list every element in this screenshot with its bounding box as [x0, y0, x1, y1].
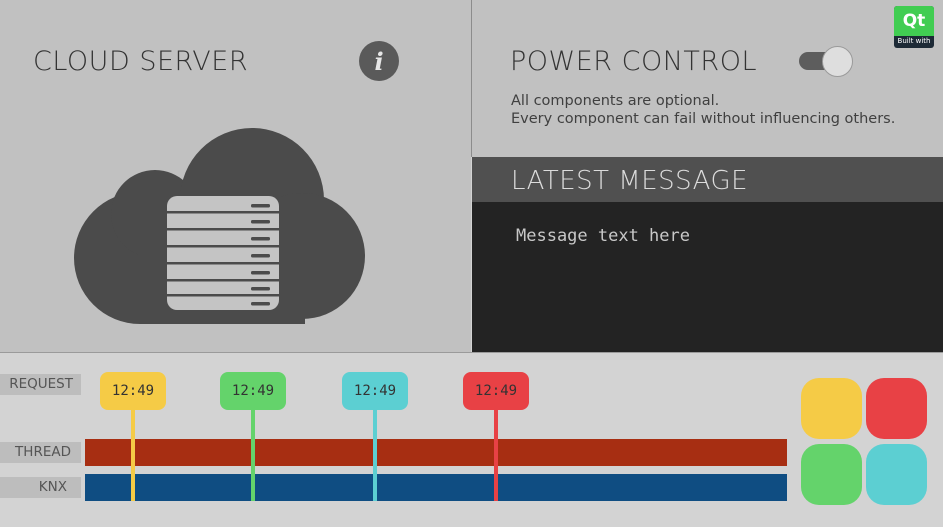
knx-row-label: KNX	[0, 477, 81, 498]
request-marker-time[interactable]: 12:49	[463, 372, 529, 410]
cyan-color-button[interactable]	[866, 444, 927, 505]
request-marker-time[interactable]: 12:49	[342, 372, 408, 410]
qt-logo: Qt	[894, 6, 934, 36]
red-color-button[interactable]	[866, 378, 927, 439]
request-marker-line	[131, 400, 135, 501]
request-marker-time[interactable]: 12:49	[220, 372, 286, 410]
power-control-panel	[472, 0, 943, 157]
built-with-qt-badge: Qt Built with	[894, 6, 934, 48]
request-marker-line	[373, 400, 377, 501]
cloud-server-icon	[74, 128, 365, 324]
request-marker-time[interactable]: 12:49	[100, 372, 166, 410]
latest-message-header	[472, 157, 943, 202]
power-control-title: POWER CONTROL	[510, 46, 757, 77]
request-marker-line	[494, 400, 498, 501]
qt-badge-subtitle: Built with	[897, 37, 931, 45]
request-marker-line	[251, 400, 255, 501]
cloud-server-title: CLOUD SERVER	[33, 46, 249, 77]
knx-bar	[85, 474, 787, 501]
request-row-label: REQUEST	[0, 374, 81, 395]
message-display	[472, 202, 943, 353]
yellow-color-button[interactable]	[801, 378, 862, 439]
thread-bar	[85, 439, 787, 466]
info-button[interactable]: i	[359, 41, 399, 81]
panel-divider	[471, 0, 472, 157]
power-toggle-switch[interactable]	[799, 46, 854, 77]
message-text: Message text here	[516, 226, 690, 246]
section-divider	[0, 352, 943, 353]
power-description-line: Every component can fail without influen…	[511, 111, 896, 127]
latest-message-title: LATEST MESSAGE	[511, 166, 749, 196]
server-rack-icon	[167, 196, 279, 310]
power-description-line: All components are optional.	[511, 93, 720, 109]
thread-row-label: THREAD	[0, 442, 81, 463]
toggle-knob	[822, 46, 853, 77]
green-color-button[interactable]	[801, 444, 862, 505]
